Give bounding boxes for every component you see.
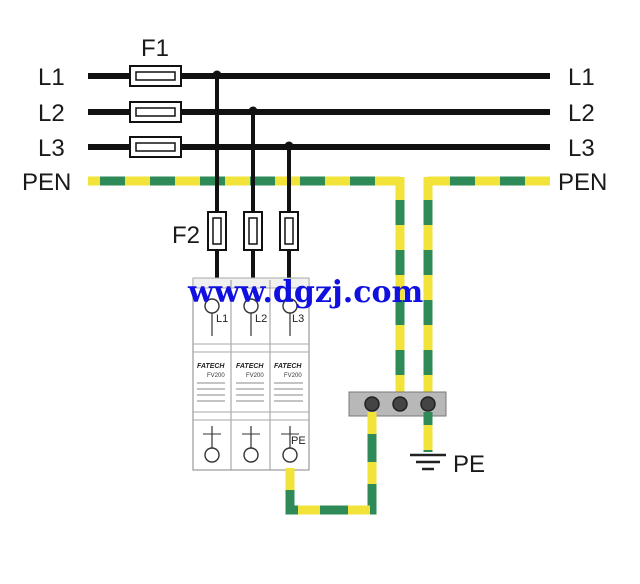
f1-fuse-l1 xyxy=(129,65,182,87)
earth-ground-icon xyxy=(410,453,446,471)
junction-l3 xyxy=(284,141,294,151)
spd-model-2: FV200 xyxy=(246,373,264,379)
spd-model-1: FV200 xyxy=(207,373,225,379)
label-l3-right: L3 xyxy=(568,135,595,162)
label-l3-left: L3 xyxy=(38,135,65,162)
f2-fuse-2 xyxy=(243,211,263,251)
junction-l1 xyxy=(212,70,222,80)
label-l2-right: L2 xyxy=(568,100,595,127)
watermark: www.dgzj.com xyxy=(187,275,423,310)
spd-brand-1: FATECH xyxy=(197,363,225,370)
label-pen-right: PEN xyxy=(558,169,607,196)
f2-fuse-3 xyxy=(279,211,299,251)
label-pe-ground: PE xyxy=(453,451,485,478)
spd-module-label-1: L1 xyxy=(216,313,228,325)
label-f1: F1 xyxy=(141,35,169,62)
spd-brand-2: FATECH xyxy=(236,363,264,370)
spd-pe-label: PE xyxy=(291,435,306,447)
f2-fuse-1 xyxy=(207,211,227,251)
spd-brand-3: FATECH xyxy=(274,363,302,370)
junction-l2 xyxy=(248,106,258,116)
label-l1-left: L1 xyxy=(38,64,65,91)
f1-fuse-l2 xyxy=(129,101,182,123)
spd-module-label-2: L2 xyxy=(255,313,267,325)
label-l2-left: L2 xyxy=(38,100,65,127)
label-l1-right: L1 xyxy=(568,64,595,91)
f1-fuse-l3 xyxy=(129,136,182,158)
label-pen-left: PEN xyxy=(22,169,71,196)
label-f2: F2 xyxy=(172,222,200,249)
spd-module-label-3: L3 xyxy=(292,313,304,325)
spd-device: L1 L2 L3 PE FATECH FATECH FATECH FV200 F… xyxy=(192,277,310,471)
spd-model-3: FV200 xyxy=(284,373,302,379)
